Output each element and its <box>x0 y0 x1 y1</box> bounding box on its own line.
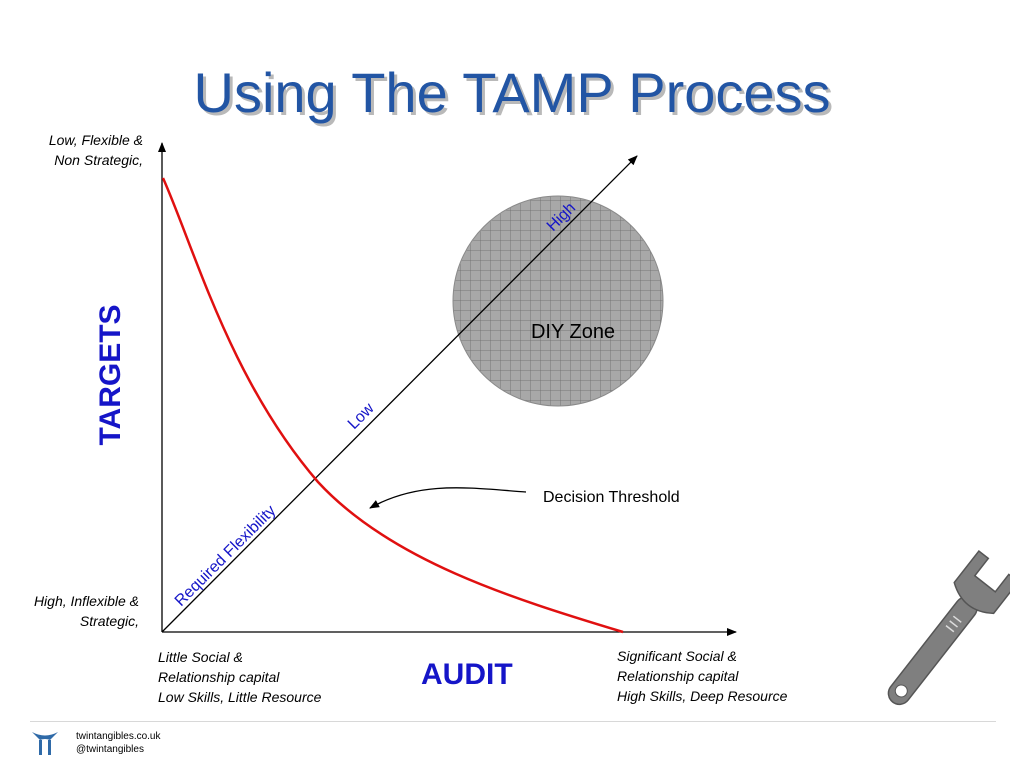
x-axis-right-note: Significant Social & Relationship capita… <box>617 646 787 706</box>
x-axis-label: AUDIT <box>421 658 513 691</box>
flexibility-axis <box>161 155 638 633</box>
y-axis-bottom-note: High, Inflexible & Strategic, <box>0 591 139 631</box>
low-label: Low <box>345 400 378 433</box>
decision-threshold-label: Decision Threshold <box>543 489 680 506</box>
diy-zone-label: DIY Zone <box>531 321 615 343</box>
y-axis-label: TARGETS <box>94 304 127 446</box>
x-axis-right-note-line: Significant Social & <box>617 648 737 664</box>
x-axis-left-note: Little Social & Relationship capital Low… <box>158 647 321 707</box>
x-axis-left-note-line: Relationship capital <box>158 669 280 685</box>
wrench-icon <box>887 549 1010 706</box>
footer-social-handle[interactable]: @twintangibles <box>76 744 144 755</box>
decision-threshold-curve <box>161 177 624 634</box>
x-axis-right-note-line: High Skills, Deep Resource <box>617 688 788 704</box>
y-axis-top-note-line: Low, Flexible & <box>48 132 143 148</box>
required-flexibility-label: Required Flexibility <box>172 502 280 610</box>
x-axis-left-note-line: Low Skills, Little Resource <box>158 689 322 705</box>
y-axis-top-note: Low, Flexible & Non Strategic, <box>0 130 143 170</box>
slide-title: Using The TAMP Process <box>193 61 831 124</box>
twin-tangibles-logo-icon <box>32 732 58 755</box>
x-axis-right-note-line: Relationship capital <box>617 668 739 684</box>
x-axis-left-note-line: Little Social & <box>158 649 243 665</box>
threshold-pointer-arrow <box>369 487 527 509</box>
y-axis-top-note-line: Non Strategic, <box>54 152 143 168</box>
footer-divider <box>30 721 996 722</box>
y-axis-bottom-note-line: High, Inflexible & <box>33 593 139 609</box>
y-axis-bottom-note-line: Strategic, <box>79 613 139 629</box>
diy-zone-circle <box>452 195 664 407</box>
footer-website[interactable]: twintangibles.co.uk <box>76 731 161 742</box>
